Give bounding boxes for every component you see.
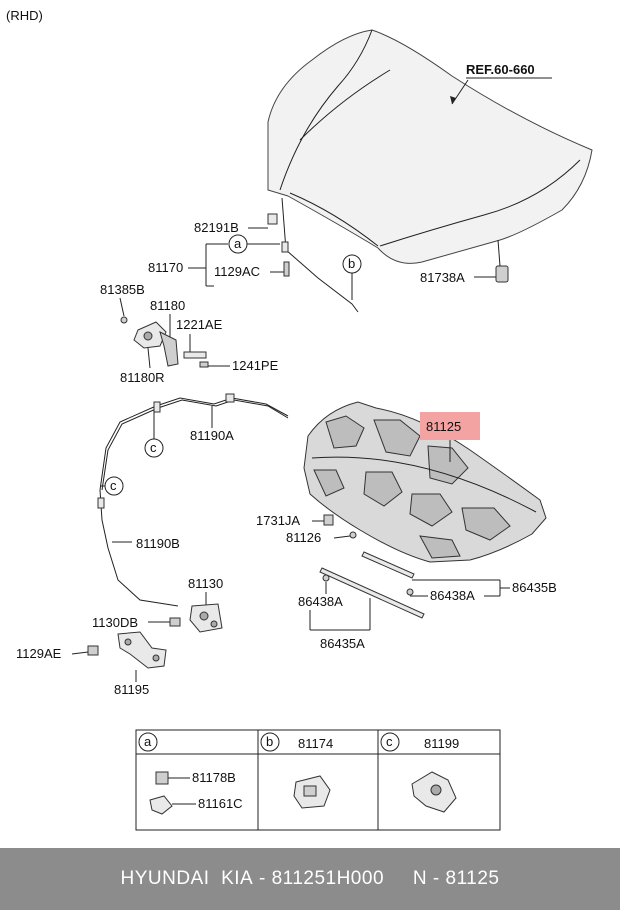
legend-a-callout: [138, 732, 158, 752]
clip-1731JA: [323, 514, 334, 526]
hood-cable-81170: [281, 197, 359, 313]
grommet-82191B: [267, 213, 278, 225]
legend-table: a 81178B 81161C b 81174 c 81199: [135, 729, 501, 831]
callout-c-lower-letter: c: [110, 478, 117, 493]
legend-c-callout: [380, 732, 400, 752]
clip-1241PE: [199, 361, 209, 368]
label-81190A: 81190A: [190, 428, 234, 443]
label-81190B: 81190B: [136, 536, 180, 551]
legend-clip-81178B: [155, 771, 169, 785]
footer-brand: HYUNDAI KIA: [120, 868, 254, 889]
ref-arrow: [450, 96, 456, 104]
striker-81195: [117, 631, 167, 669]
footer-bar: HYUNDAI KIA - 811251H000 N - 81125: [0, 848, 620, 910]
bolt-1130DB: [169, 617, 181, 627]
footer-sep1: -: [253, 868, 272, 889]
label-1241PE: 1241PE: [232, 358, 279, 373]
label-81385B: 81385B: [100, 282, 145, 297]
footer-n-label: N: [412, 868, 428, 889]
label-1129AE: 1129AE: [16, 646, 62, 661]
legend-part-81199: 81199: [424, 736, 459, 751]
legend-label-81178B: 81178B: [192, 770, 236, 785]
label-81130: 81130: [188, 576, 223, 591]
label-81170: 81170: [148, 260, 183, 275]
bolt-1129AE: [87, 645, 99, 656]
legend-c-letter: c: [386, 734, 393, 749]
callout-a-letter: a: [234, 236, 242, 251]
insulator-pad-81125[interactable]: [303, 401, 547, 563]
release-handle-81180: [133, 321, 207, 367]
screw-81385B: [120, 316, 128, 324]
label-81126: 81126: [286, 530, 321, 545]
hood-panel: [267, 29, 593, 264]
bumper-leader: [497, 239, 501, 267]
legend-label-81161C: 81161C: [198, 796, 243, 811]
label-1731JA: 1731JA: [256, 513, 300, 528]
legend-part-81174: 81174: [298, 736, 333, 751]
weatherstrip-86435B: [361, 551, 415, 579]
highlight-81125: [420, 412, 480, 440]
label-81180: 81180: [150, 298, 185, 313]
label-81125[interactable]: 81125: [426, 419, 461, 434]
bolt-1129AC: [283, 261, 290, 277]
label-86435A: 86435A: [320, 636, 365, 651]
latch-81130: [189, 603, 223, 633]
weatherstrip-86435A: [319, 567, 425, 619]
label-1129AC: 1129AC: [214, 264, 260, 279]
legend-b-callout: [260, 732, 280, 752]
label-1221AE: 1221AE: [176, 317, 223, 332]
legend-clip-81161C: [149, 795, 173, 815]
ref-label: REF.60-660: [466, 62, 535, 77]
legend-a-letter: a: [144, 734, 152, 749]
footer-part-number: 811251H000: [271, 868, 385, 889]
label-82191B: 82191B: [194, 220, 239, 235]
bumper-81738A: [495, 265, 509, 283]
legend-b-letter: b: [266, 734, 273, 749]
footer-gap: [384, 868, 413, 890]
variant-label: (RHD): [6, 8, 43, 23]
label-86438A-right: 86438A: [430, 588, 475, 603]
callout-c-upper-letter: c: [150, 440, 157, 455]
label-81195: 81195: [114, 682, 149, 697]
footer-sep2: -: [427, 868, 446, 889]
label-81180R: 81180R: [120, 370, 165, 385]
label-86438A-left: 86438A: [298, 594, 343, 609]
label-81738A: 81738A: [420, 270, 465, 285]
clip-81126: [349, 531, 357, 539]
label-1130DB: 1130DB: [92, 615, 138, 630]
label-86435B: 86435B: [512, 580, 557, 595]
callout-b-letter: b: [348, 256, 355, 271]
footer-n-value: 81125: [445, 868, 500, 889]
parts-diagram: (RHD) REF.60-660 81738A 82191B 81170 a 1…: [6, 8, 593, 831]
